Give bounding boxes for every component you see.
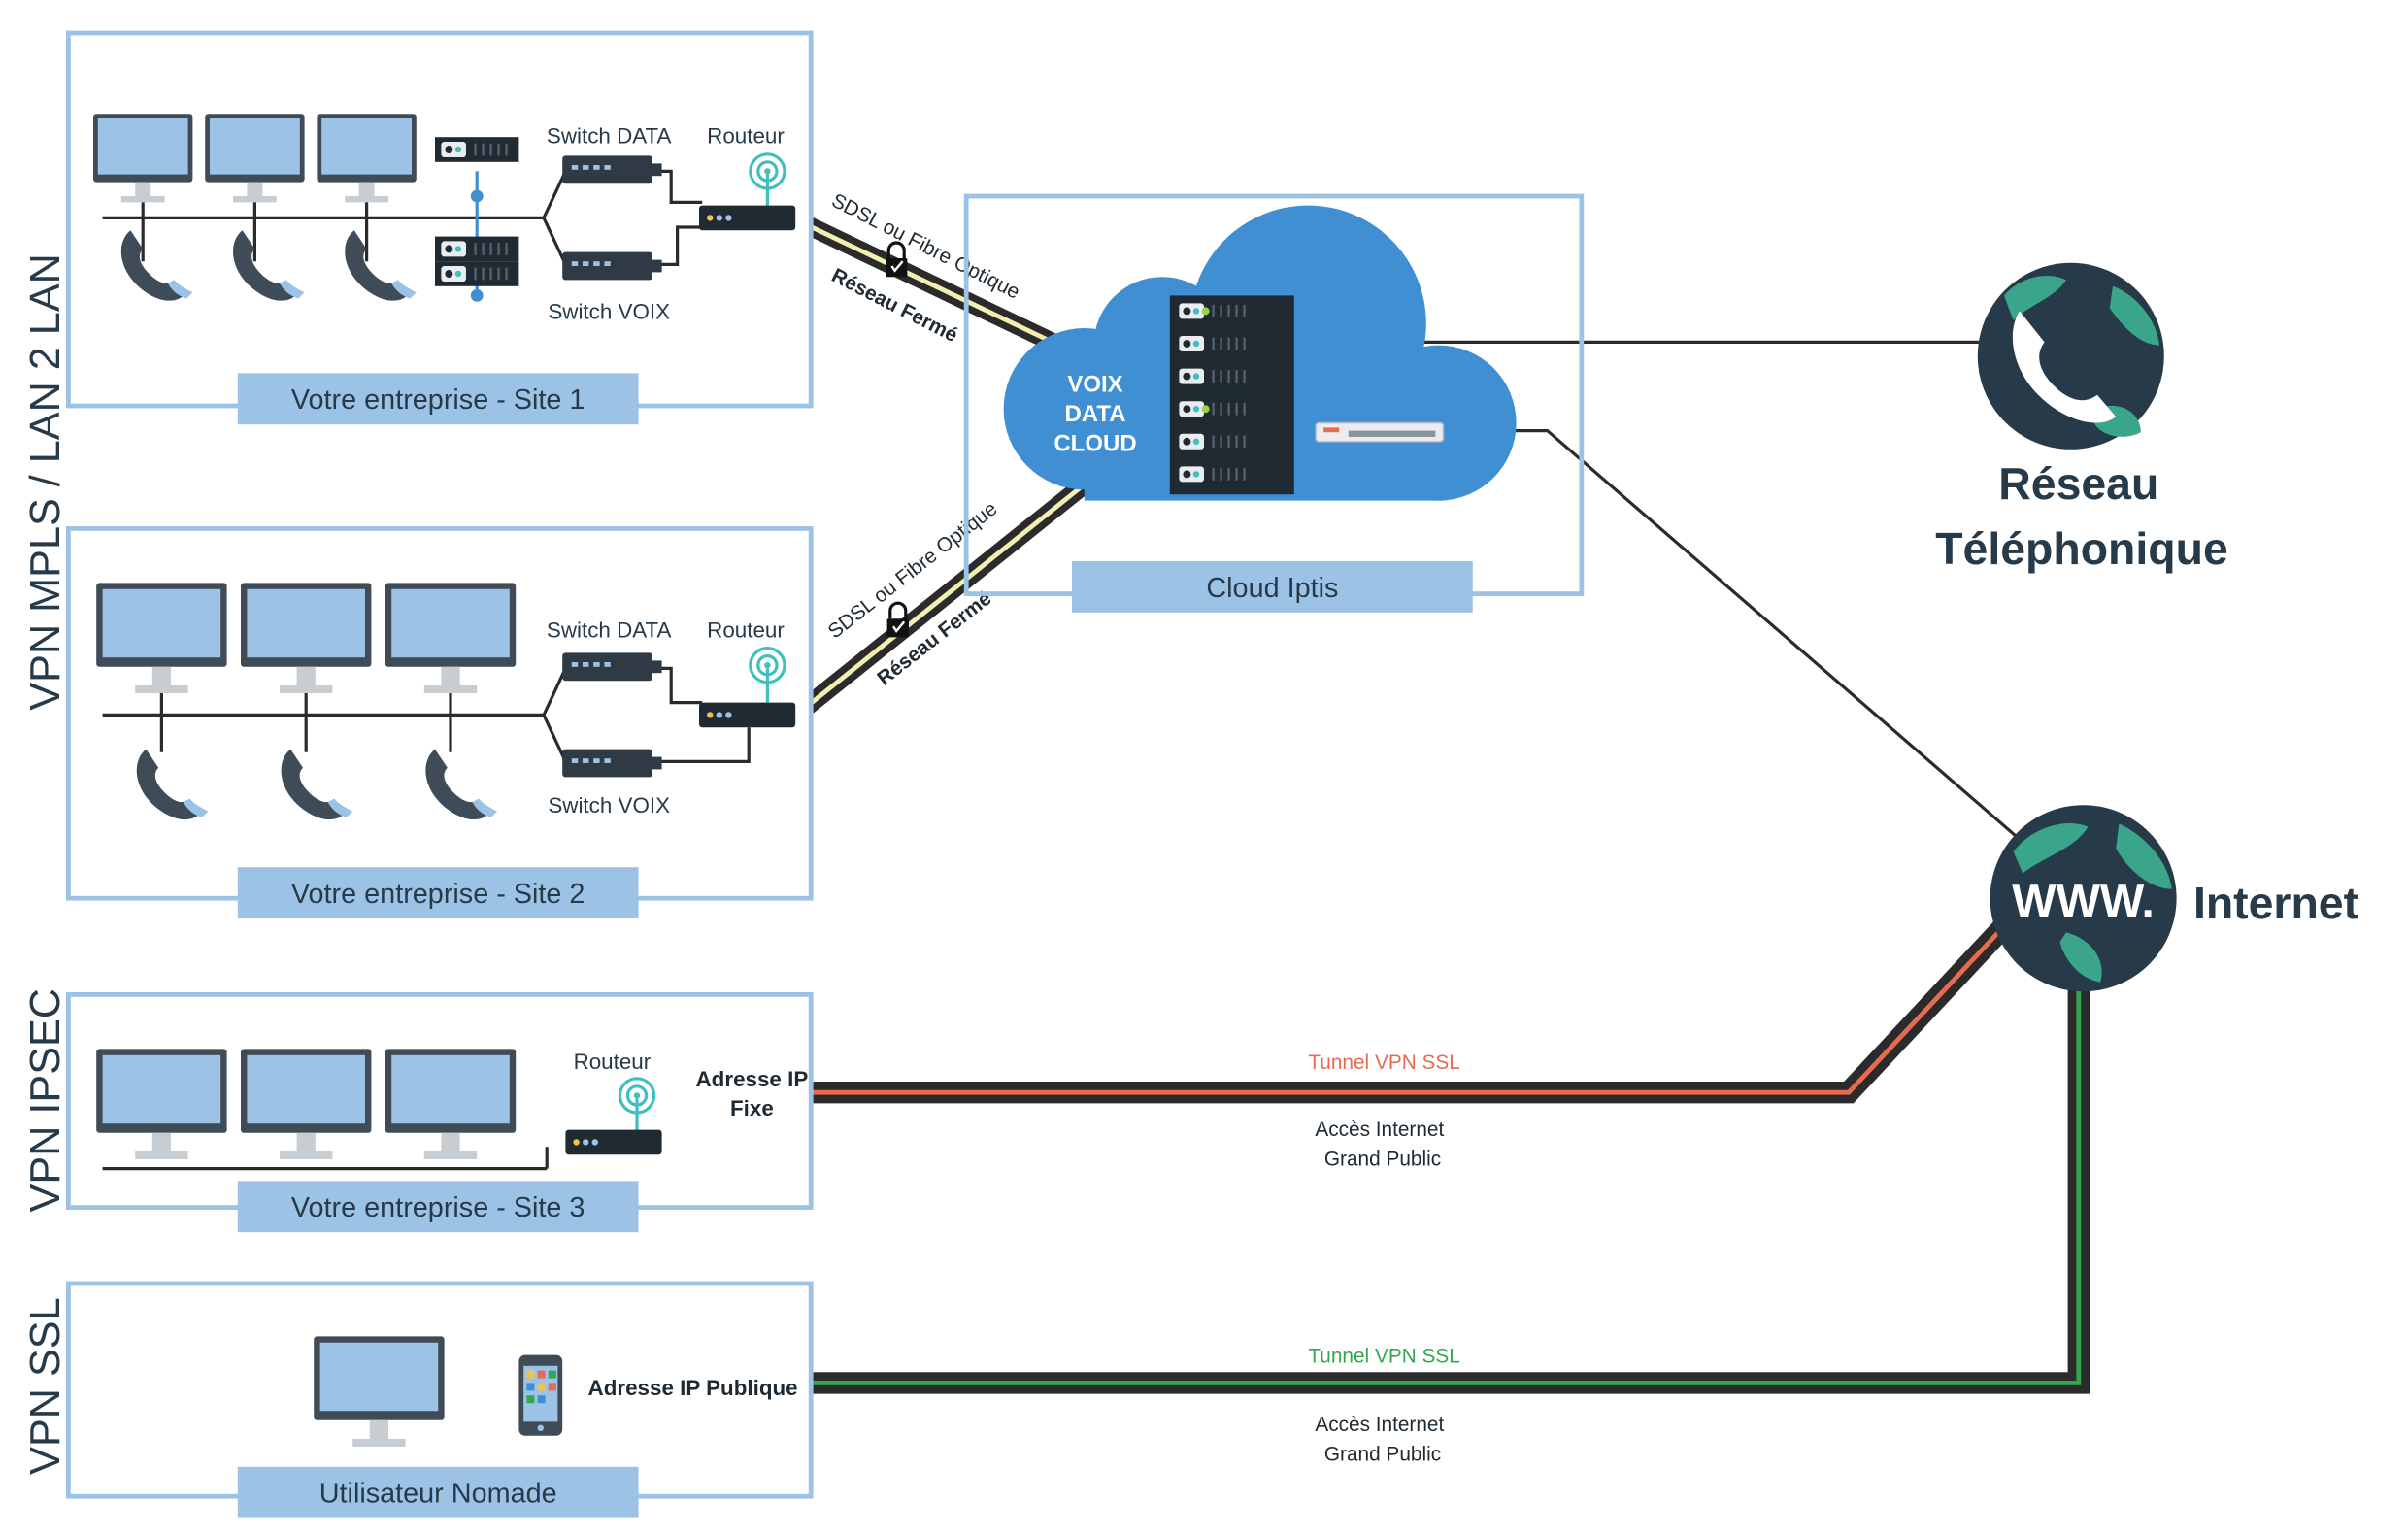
site3-panel: Routeur Adresse IP Fixe — [66, 992, 814, 1211]
site2-caption-text: Votre entreprise - Site 2 — [291, 879, 585, 910]
tunnel-ssl-sub2: Grand Public — [1324, 1443, 1441, 1465]
site3-lan-bus — [102, 1147, 549, 1171]
site2-switch-voix — [562, 749, 662, 778]
site1-switch-voix-label: Switch VOIX — [548, 299, 670, 323]
phone-network-label-line2: Téléphonique — [1935, 523, 2228, 574]
site2-switch-data — [562, 652, 662, 682]
tunnel-ipsec-line — [811, 918, 2013, 1104]
phone-network-globe-icon — [1977, 262, 2164, 450]
site1-caption-text: Votre entreprise - Site 1 — [291, 384, 585, 416]
site1-server-data — [433, 135, 520, 203]
site2-switch-data-label: Switch DATA — [547, 617, 672, 642]
cloud-panel: VOIX DATA CLOUD — [963, 193, 1585, 596]
smartphone-icon — [518, 1354, 563, 1436]
fibre-link-site2 — [786, 474, 1093, 726]
nomade-panel: Adresse IP Publique — [66, 1281, 814, 1499]
site2-caption: Votre entreprise - Site 2 — [237, 867, 639, 918]
site3-ip-label-line2: Fixe — [730, 1096, 774, 1120]
cloud-caption-text: Cloud Iptis — [1206, 573, 1338, 604]
site1-server-voix — [433, 235, 520, 302]
nomade-ip-label: Adresse IP Publique — [588, 1376, 798, 1400]
site3-router — [565, 1129, 662, 1155]
tunnel-ipsec-sub1: Accès Internet — [1315, 1118, 1444, 1141]
nomade-caption-text: Utilisateur Nomade — [319, 1479, 557, 1510]
side-label-mpls: VPN MPLS / LAN 2 LAN — [22, 253, 69, 710]
site3-caption-text: Votre entreprise - Site 3 — [291, 1192, 585, 1223]
internet-link — [1445, 429, 2022, 841]
site3-caption: Votre entreprise - Site 3 — [237, 1181, 639, 1233]
tunnel-ipsec-sub2: Grand Public — [1324, 1148, 1441, 1170]
nomade-caption: Utilisateur Nomade — [237, 1466, 639, 1518]
site1-panel: Switch DATA Switch VOIX Routeur — [66, 30, 814, 409]
site3-router-label: Routeur — [574, 1050, 652, 1074]
side-label-ssl: VPN SSL — [22, 1297, 69, 1474]
cloud-label-line3: CLOUD — [1054, 430, 1136, 456]
site1-lock-icon — [884, 241, 910, 279]
site1-switch-voix — [562, 251, 662, 281]
site1-router — [699, 205, 796, 231]
internet-globe-icon — [1990, 805, 2177, 992]
site1-switch-data-label: Switch DATA — [547, 124, 672, 149]
site2-switch-voix-label: Switch VOIX — [548, 793, 670, 817]
internet-label: Internet — [2193, 878, 2358, 928]
site1-caption: Votre entreprise - Site 1 — [237, 373, 639, 425]
site2-router-label: Routeur — [707, 617, 785, 642]
site1-switch-data — [562, 155, 662, 184]
cloud-label-line2: DATA — [1064, 401, 1125, 427]
tunnel-ipsec-label: Tunnel VPN SSL — [1308, 1051, 1459, 1074]
fibre-link-site1 — [787, 209, 1077, 360]
cloud-server-rack — [1169, 295, 1294, 495]
site2-router — [699, 702, 796, 728]
firewall-appliance — [1315, 421, 1445, 443]
tunnel-ssl-label: Tunnel VPN SSL — [1308, 1346, 1459, 1368]
tunnel-ssl-sub1: Accès Internet — [1315, 1414, 1444, 1436]
site2-lock-icon — [885, 601, 911, 640]
site2-panel: Switch DATA Switch VOIX Routeur — [66, 526, 814, 901]
side-label-ipsec: VPN IPSEC — [22, 988, 69, 1212]
phone-network-label-line1: Réseau — [1998, 458, 2158, 509]
cloud-label-line1: VOIX — [1067, 372, 1122, 398]
site3-ip-label-line1: Adresse IP — [696, 1067, 809, 1091]
cloud-caption: Cloud Iptis — [1072, 561, 1473, 613]
internet-www-text: WWW. — [2012, 876, 2155, 927]
tunnel-ssl-line — [811, 982, 2090, 1394]
site1-router-label: Routeur — [707, 124, 785, 149]
